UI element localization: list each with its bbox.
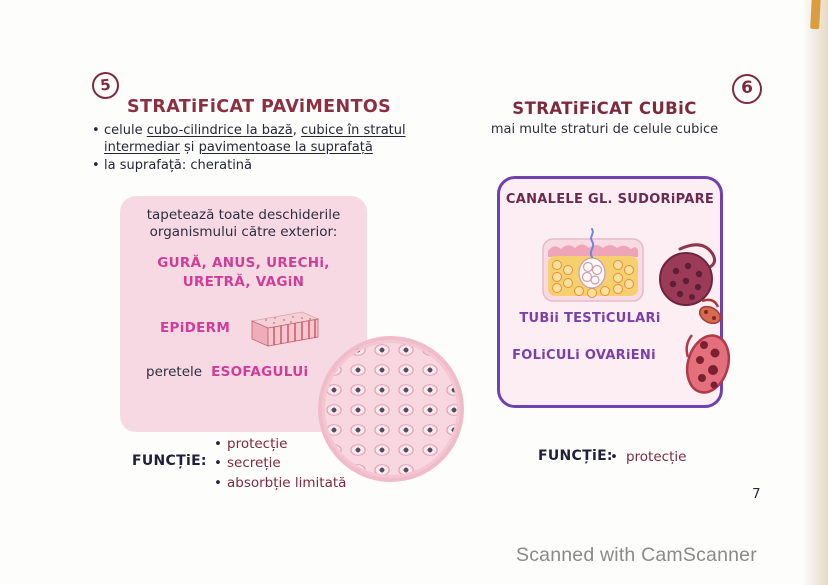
note-text-underlined: cubo-cilindrice la bază xyxy=(146,123,293,138)
note-text: celule xyxy=(104,123,147,138)
sweat-gland-ducts-label: CANALELE GL. SUDORiPARE xyxy=(505,192,715,207)
left-function-list: protecție secreție absorbție limitată xyxy=(212,436,346,494)
testicular-tubules-label: TUBii TESTiCULARi xyxy=(519,311,661,326)
left-notes-list: celule cubo-cilindrice la bază, cubice î… xyxy=(90,122,410,175)
function-item-text: absorbție limitată xyxy=(227,474,347,491)
locations-line1: GURĂ, ANUS, URECHi, xyxy=(157,255,330,271)
section-number-6: 6 xyxy=(732,74,762,104)
note-bullet-cell-types: celule cubo-cilindrice la bază, cubice î… xyxy=(90,122,410,156)
note-bullet-keratin: la suprafață: cheratină xyxy=(90,157,410,174)
locations-intro-line2: organismului către exterior: xyxy=(149,223,338,240)
function-item-text: protecție xyxy=(227,436,288,452)
cubic-locations-box: CANALELE GL. SUDORiPARE xyxy=(497,176,731,408)
page-number: 7 xyxy=(752,486,761,502)
function-item: protecție xyxy=(212,436,346,453)
bullet-dot: • xyxy=(610,449,618,465)
camscanner-watermark: Scanned with CamScanner xyxy=(516,544,757,566)
epidermis-illustration xyxy=(250,311,320,347)
note-text-underlined: cubice în stratul intermediar xyxy=(104,123,406,156)
note-text-underlined: pavimentoase la suprafață xyxy=(198,140,373,156)
sweat-gland-illustration xyxy=(542,228,644,302)
scan-edge-shadow xyxy=(802,0,828,585)
note-text: la suprafață: cheratină xyxy=(104,158,253,174)
locations-line2: URETRĂ, VAGiN xyxy=(182,273,305,290)
epiderm-label: EPiDERM xyxy=(160,320,231,336)
ovary-illustration xyxy=(685,334,731,394)
right-function-label: FUNCȚiE: xyxy=(538,448,613,464)
ovarian-follicles-label: FOLiCULi OVARiENi xyxy=(512,348,656,363)
function-item: secreție xyxy=(212,455,346,472)
left-section-title: STRATiFiCAT PAViMENTOS xyxy=(127,97,392,117)
testicle-illustration xyxy=(659,243,722,325)
section-number-5: 5 xyxy=(90,70,121,101)
esophagus-label: ESOFAGULUi xyxy=(211,364,309,380)
function-item-text: secreție xyxy=(227,455,281,472)
peretele-label: peretele xyxy=(146,364,203,380)
page-edge-artifact xyxy=(810,0,821,30)
esophagus-row: peretele ESOFAGULUi xyxy=(146,364,308,380)
note-text: și xyxy=(179,140,199,156)
locations-intro-line1: tapetează toate deschiderile xyxy=(146,207,341,223)
locations-list: GURĂ, ANUS, URECHi, URETRĂ, VAGiN xyxy=(120,254,367,292)
locations-intro: tapetează toate deschiderile organismulu… xyxy=(120,207,367,241)
left-function-label: FUNCȚiE: xyxy=(132,453,207,469)
right-section-title: STRATiFiCAT CUBiC xyxy=(512,99,697,118)
right-section-subtitle: mai multe straturi de celule cubice xyxy=(490,122,719,137)
note-text: , xyxy=(292,123,301,138)
epiderm-row: EPiDERM xyxy=(160,308,320,348)
function-item-text: protecție xyxy=(625,449,687,465)
right-function-item: • protecție xyxy=(610,449,686,465)
function-item: absorbție limitată xyxy=(212,474,347,492)
